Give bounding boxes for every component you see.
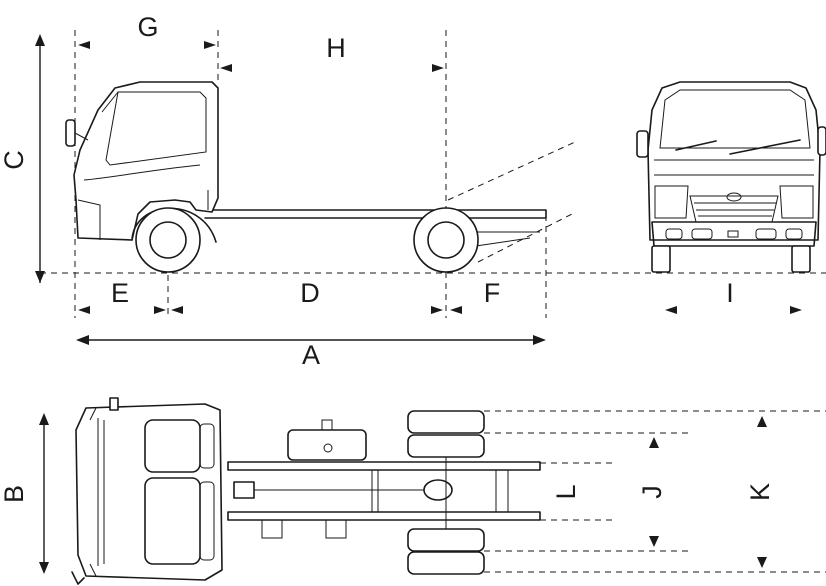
label-h: H	[326, 33, 346, 63]
cab-body	[73, 81, 219, 241]
fog-lamp-left	[665, 228, 683, 240]
label-g: G	[137, 12, 158, 42]
front-left-tire	[651, 245, 671, 273]
label-c: C	[0, 150, 29, 170]
right-headlight	[779, 185, 814, 219]
front-view: I	[636, 81, 826, 314]
departure-line-1	[447, 141, 576, 201]
side-view: C G H E D F A	[0, 12, 826, 370]
departure-line-2	[477, 213, 573, 263]
rear-hub	[427, 221, 465, 259]
top-mirror-left	[109, 397, 119, 411]
driver-seat	[144, 419, 201, 473]
label-b: B	[0, 485, 29, 503]
bumper-plate	[727, 230, 739, 238]
dim-d-arrow-right	[431, 306, 443, 314]
a-pillar	[101, 91, 119, 113]
rear-tire-bottom-outer	[407, 551, 485, 575]
dim-e-arrow-left	[78, 306, 90, 314]
dim-i-arrow-left	[665, 306, 677, 314]
front-bumper-face	[651, 221, 817, 247]
bumper-slot-right	[755, 228, 777, 240]
front-hub	[149, 221, 187, 259]
windshield	[659, 89, 811, 149]
label-i: I	[726, 278, 734, 308]
dim-k-arrow-top	[757, 416, 767, 427]
dim-d-arrow-left	[171, 306, 183, 314]
front-wheel	[135, 207, 201, 273]
dim-j-arrow-top	[649, 437, 659, 448]
dashboard	[97, 418, 105, 566]
front-right-tire	[791, 245, 811, 273]
brand-badge	[726, 192, 742, 202]
frame-rail-top	[227, 461, 541, 471]
top-view: B	[0, 397, 826, 585]
label-d: D	[300, 278, 320, 308]
rear-crossmember	[475, 231, 540, 247]
body-lines	[654, 159, 814, 176]
label-e: E	[111, 278, 129, 308]
battery-box-1	[261, 519, 283, 539]
fog-lamp-right	[785, 228, 803, 240]
frame-rail-bottom	[227, 511, 541, 521]
dim-i-arrow-right	[790, 306, 802, 314]
cab-top-corners	[89, 407, 97, 577]
dim-a-arrow-right	[533, 335, 546, 345]
side-mirror	[65, 119, 76, 147]
label-j: J	[637, 485, 667, 499]
crossmembers	[371, 470, 509, 512]
transmission	[233, 481, 255, 499]
label-f: F	[484, 278, 501, 308]
dim-c-arrow-top	[35, 34, 45, 46]
mirror-arm	[74, 132, 89, 141]
front-left-mirror	[636, 130, 649, 158]
dim-h-arrow-right	[432, 64, 444, 72]
wipers	[675, 139, 801, 155]
battery-box-2	[325, 519, 347, 539]
dim-g-arrow-right	[204, 41, 216, 49]
left-headlight	[654, 185, 689, 219]
chassis-frame	[204, 209, 547, 219]
dim-e-arrow-right	[154, 306, 166, 314]
passenger-bench	[144, 477, 201, 565]
bumper-slot-left	[691, 228, 713, 240]
rear-tire-bottom-inner	[407, 528, 485, 552]
rear-tire-top-outer	[407, 410, 485, 434]
rear-wheel	[413, 207, 479, 273]
dim-b-arrow-bottom	[39, 562, 49, 574]
top-mirror-right	[71, 571, 85, 585]
dim-k-arrow-bottom	[757, 557, 767, 568]
body-crease	[83, 164, 201, 181]
dim-h-arrow-left	[220, 64, 232, 72]
fuel-cap	[323, 443, 333, 453]
front-bumper	[77, 199, 101, 240]
label-a: A	[302, 340, 320, 370]
differential	[423, 479, 453, 501]
fuel-tank	[287, 429, 367, 461]
dim-g-arrow-left	[78, 41, 90, 49]
front-right-mirror	[817, 126, 826, 156]
dim-f-arrow-left	[450, 306, 462, 314]
side-window	[105, 91, 207, 166]
dim-a-arrow-left	[76, 335, 89, 345]
driver-seat-back	[199, 423, 215, 469]
rear-tire-top-inner	[407, 434, 485, 458]
label-k: K	[745, 483, 775, 501]
dim-b-arrow-top	[39, 413, 49, 425]
dim-c-arrow-bottom	[35, 271, 45, 283]
fuel-filler	[321, 419, 333, 431]
passenger-seat-back	[199, 481, 215, 561]
label-l: L	[551, 484, 581, 499]
dim-j-arrow-bottom	[649, 536, 659, 547]
grille-slats	[694, 202, 776, 217]
